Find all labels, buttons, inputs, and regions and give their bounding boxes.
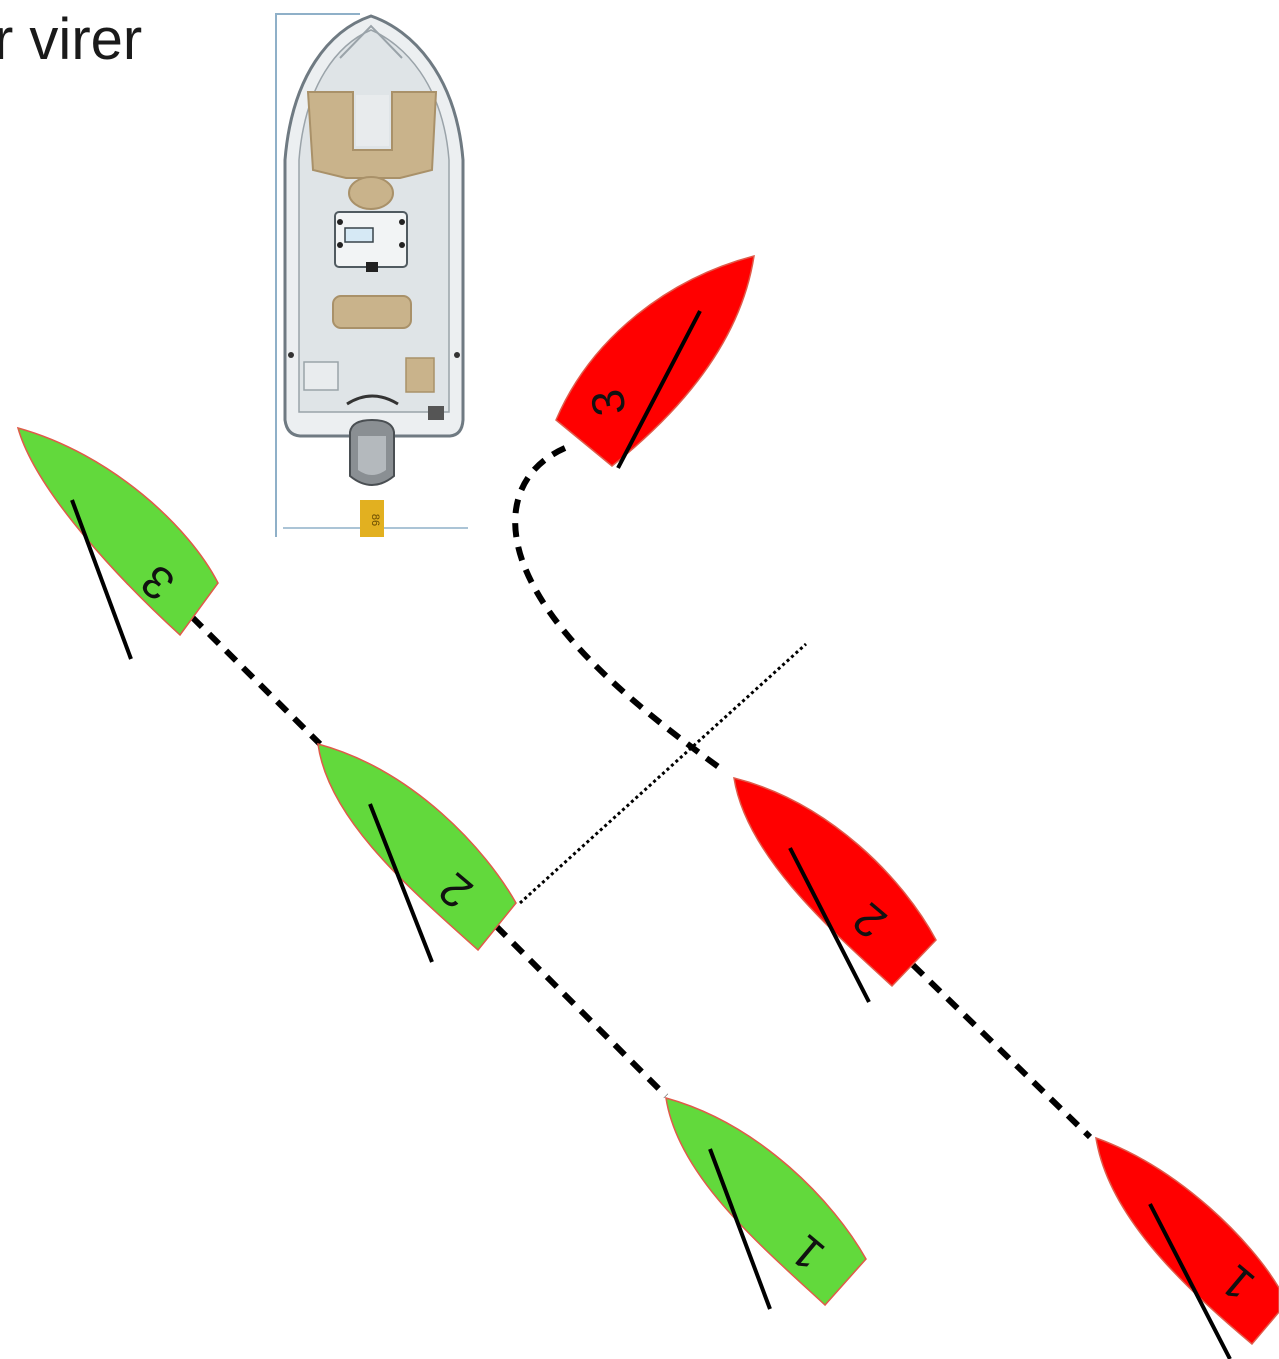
red-track <box>512 445 1093 1140</box>
red-boat-2: 2 <box>733 776 937 1003</box>
red-boat-3: 3 <box>555 254 755 469</box>
green-boat-2: 2 <box>317 742 517 963</box>
motorboat-badge: 86 <box>369 514 381 526</box>
motorboat-topview-icon: 86 <box>275 12 468 537</box>
green-boat-1: 1 <box>665 1096 867 1310</box>
green-boat-3: 3 <box>16 426 219 660</box>
title-text: r virer <box>0 7 143 72</box>
green-track <box>189 614 669 1099</box>
wind-line <box>518 642 808 905</box>
red-boat-1: 1 <box>1095 1136 1279 1359</box>
